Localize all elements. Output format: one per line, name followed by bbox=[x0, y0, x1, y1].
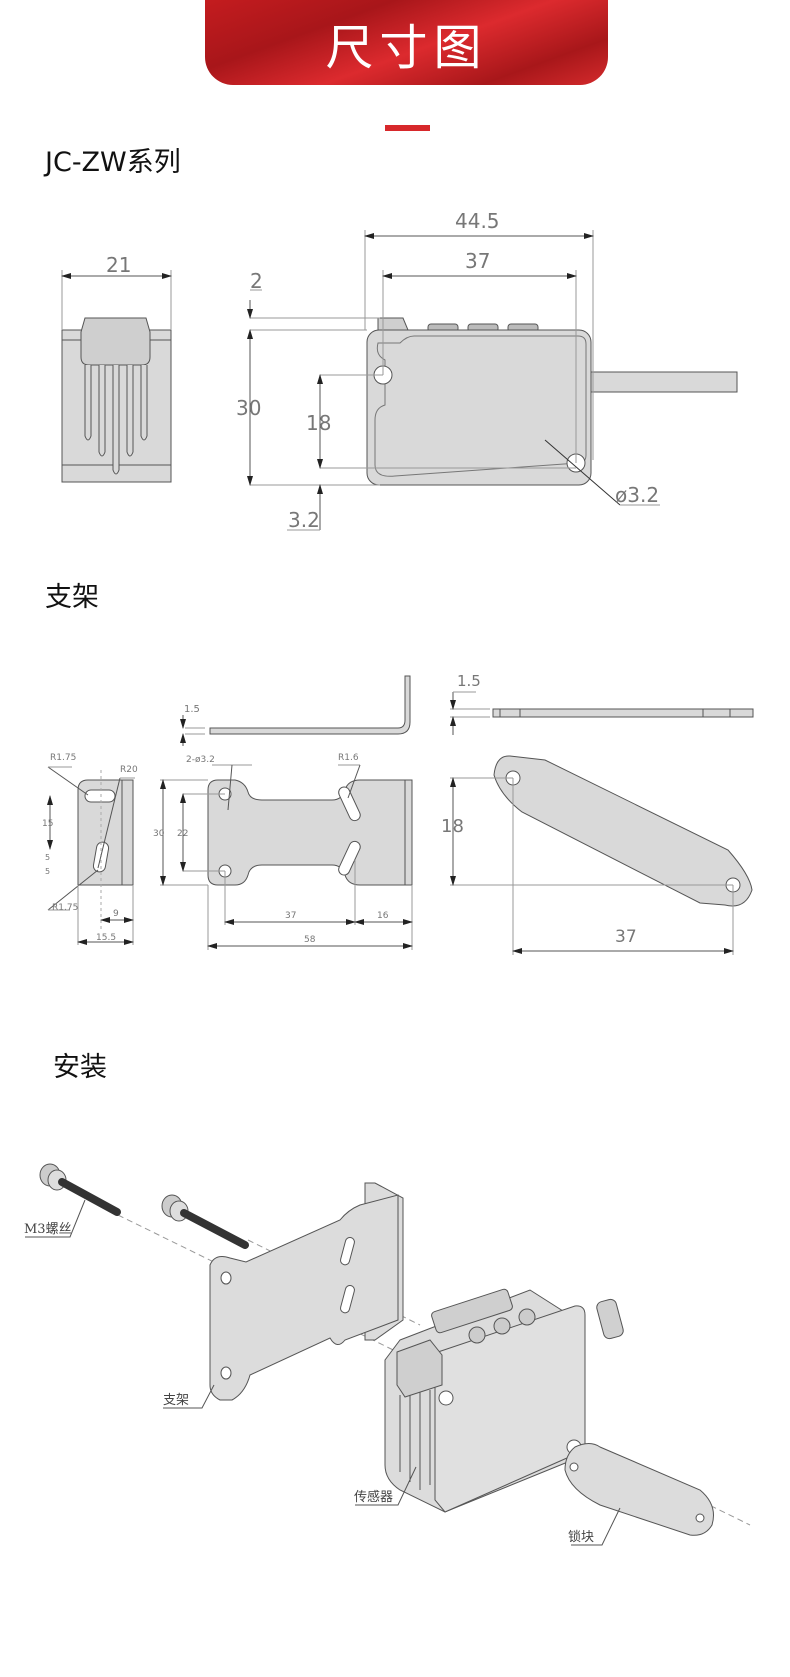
label-lock: 锁块 bbox=[568, 1529, 594, 1545]
sensor-front-view bbox=[61, 270, 172, 483]
series-heading: JC-ZW系列 bbox=[45, 147, 181, 178]
dim-slot-b: 5 bbox=[45, 867, 50, 876]
dim-lock-horizontal: 37 bbox=[615, 927, 637, 947]
dim-slot-to-edge: 16 bbox=[377, 911, 389, 921]
dim-top-offset: 2 bbox=[250, 269, 263, 293]
dim-slot-a: 5 bbox=[45, 853, 50, 862]
title-divider bbox=[385, 125, 430, 131]
dim-side-width: 15.5 bbox=[96, 933, 116, 943]
install-heading: 安装 bbox=[53, 1052, 107, 1083]
label-sensor: 传感器 bbox=[354, 1489, 393, 1505]
bracket-front-view bbox=[160, 764, 413, 950]
bracket-heading: 支架 bbox=[45, 582, 99, 613]
dim-front-width: 21 bbox=[106, 253, 131, 277]
bracket-top-view bbox=[180, 675, 411, 746]
title-banner: 尺寸图 bbox=[205, 0, 608, 85]
bracket-end-view bbox=[47, 766, 135, 945]
lock-block-drawing bbox=[450, 691, 754, 955]
label-screw: M3螺丝 bbox=[24, 1222, 72, 1237]
dim-hole-vertical: 18 bbox=[306, 411, 331, 435]
dim-lock-vertical: 18 bbox=[441, 816, 464, 837]
dim-holes: 2-ø3.2 bbox=[186, 755, 215, 765]
dim-lock-thickness: 1.5 bbox=[457, 672, 481, 690]
bracket-part bbox=[209, 1182, 404, 1401]
dim-hole-spacing: 37 bbox=[465, 249, 490, 273]
dim-slot-radius-bottom: R1.75 bbox=[52, 903, 78, 913]
dim-hole-diameter: ø3.2 bbox=[615, 483, 659, 507]
dim-hole-to-slot: 37 bbox=[285, 911, 296, 921]
dim-slot-radius-top: R1.75 bbox=[50, 753, 76, 763]
dim-hole-offset: 3.2 bbox=[288, 508, 320, 532]
dim-bracket-thickness: 1.5 bbox=[184, 704, 200, 715]
banner-title: 尺寸图 bbox=[325, 19, 488, 76]
install-assembly bbox=[25, 1163, 751, 1546]
lock-part bbox=[564, 1443, 714, 1536]
dim-slot-spacing: 15 bbox=[42, 819, 53, 829]
dim-height: 30 bbox=[236, 396, 261, 420]
dim-slot-radius: R1.6 bbox=[338, 753, 359, 763]
label-bracket: 支架 bbox=[163, 1393, 189, 1408]
dim-plate-height: 30 bbox=[153, 829, 165, 839]
dim-overall-length: 44.5 bbox=[455, 209, 500, 233]
dim-plate-length: 58 bbox=[304, 935, 316, 945]
screw-1 bbox=[39, 1163, 121, 1216]
dim-arc-radius: R20 bbox=[120, 765, 138, 775]
dim-hole-spacing-v: 22 bbox=[177, 829, 188, 839]
screw-2 bbox=[161, 1194, 249, 1249]
dim-side-offset: 9 bbox=[113, 909, 119, 919]
sensor-side-view bbox=[247, 230, 738, 531]
